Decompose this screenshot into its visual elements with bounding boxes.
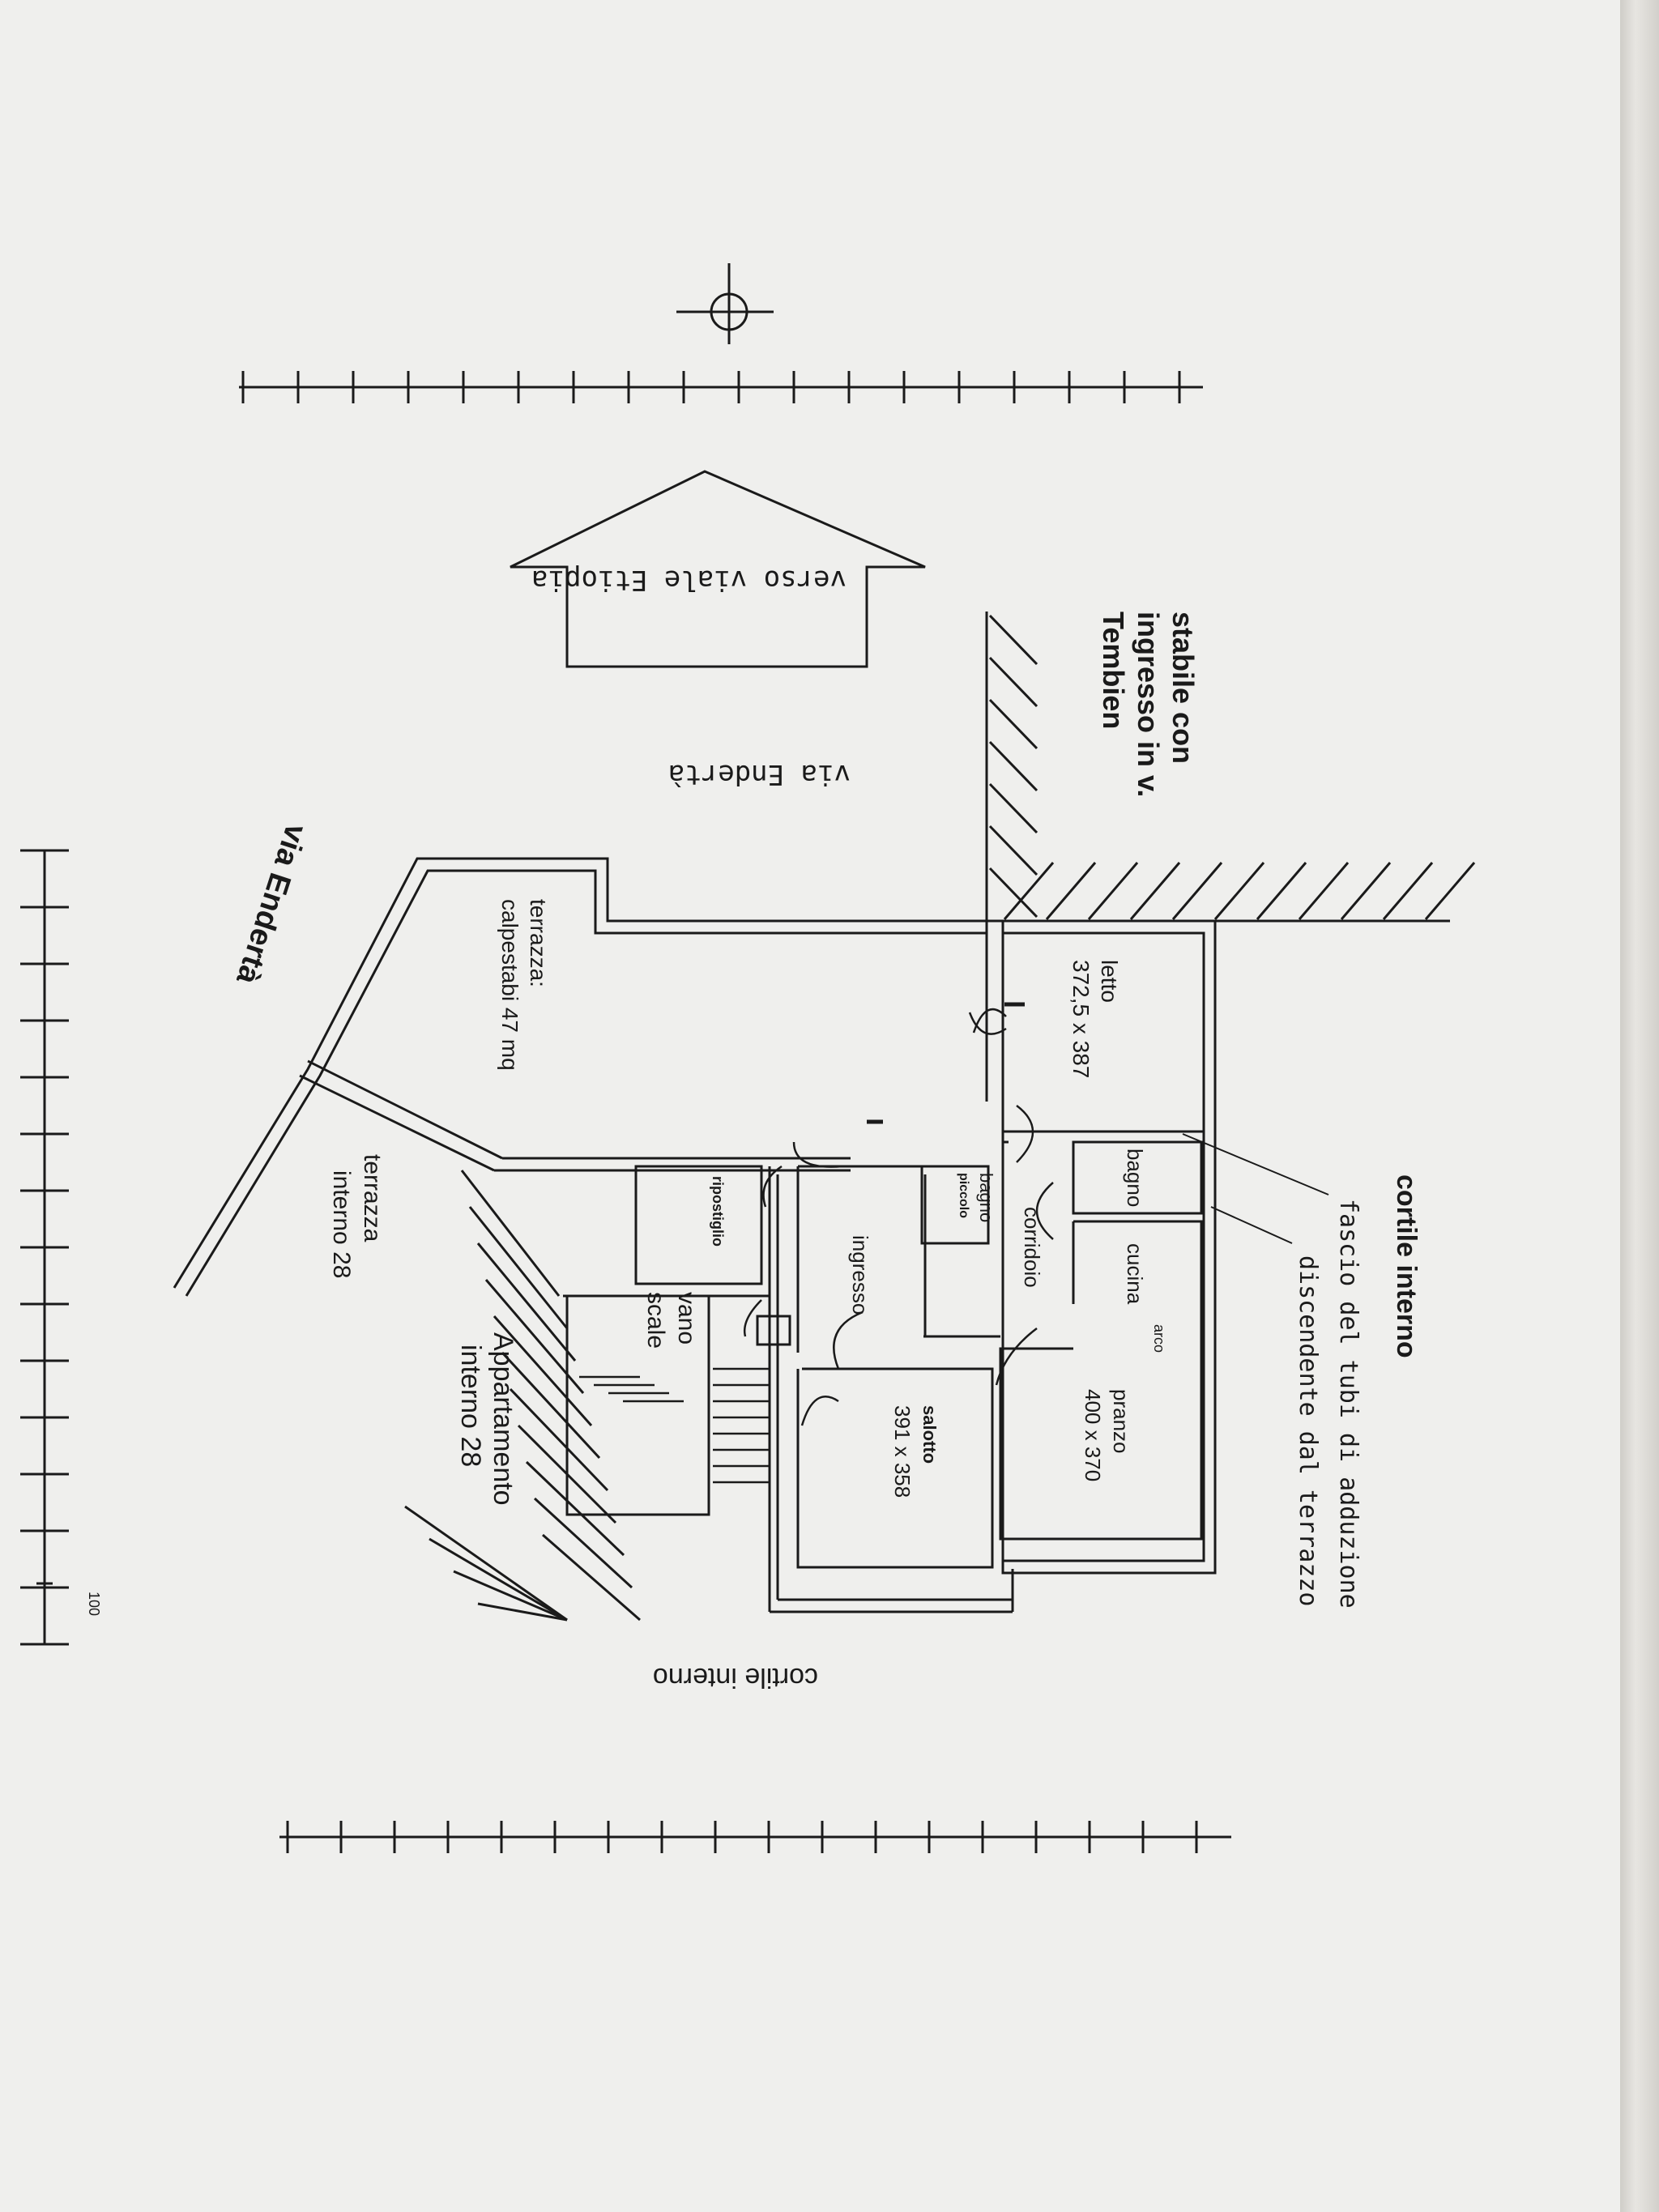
label-via-enderta-inner: via Endertà: [668, 758, 851, 791]
label-cucina: cucina: [1123, 1243, 1147, 1305]
apartment-walls: [563, 919, 1217, 1613]
hatch-line: [533, 1497, 633, 1589]
label-terrazza-1: terrazza:: [526, 899, 551, 987]
hatch-line: [1045, 862, 1097, 920]
hatch-line: [468, 1206, 569, 1329]
scale-bar: [36, 1582, 53, 1646]
hatch-line: [1382, 862, 1434, 920]
label-bagno: bagno: [1123, 1149, 1147, 1207]
label-corridoio: corridoio: [1020, 1207, 1044, 1288]
stairs: [579, 1367, 770, 1484]
hatch-line: [509, 1387, 609, 1492]
hatch-line: [988, 698, 1038, 750]
hatch-line: [1340, 862, 1392, 920]
ruler-top: [239, 371, 1203, 403]
hatch-line: [1424, 862, 1476, 920]
hatch-line: [477, 1602, 568, 1622]
hatch-line: [525, 1460, 625, 1557]
label-bagno-small-2: piccolo: [957, 1173, 970, 1218]
label-fascio-1: fascio del tubi di adduzione: [1334, 1199, 1363, 1609]
label-cortile-bottom: cortile interno: [653, 1662, 818, 1693]
hatch-line: [988, 825, 1038, 876]
arrow-icon: [510, 470, 926, 668]
hatch-line: [460, 1170, 561, 1297]
label-vano: vano: [673, 1292, 700, 1345]
label-terrazza-2: calpestabi 47 mq: [497, 899, 522, 1071]
hatch-line: [429, 1537, 568, 1622]
hatched-area-stairs: [404, 1170, 641, 1622]
hatch-line: [988, 867, 1038, 918]
hatch-line: [1213, 862, 1265, 920]
label-fascio-2: discendente dal terrazzo: [1294, 1255, 1322, 1606]
label-scale: scale: [642, 1292, 669, 1349]
label-appartamento-1: Appartamento: [488, 1332, 518, 1506]
crosshair-icon: [676, 263, 774, 344]
hatch-line: [1003, 862, 1055, 920]
label-letto-size: 372,5 x 387: [1068, 960, 1094, 1078]
label-pranzo-size: 400 x 370: [1081, 1389, 1105, 1481]
label-scale-100: 100: [86, 1592, 102, 1616]
hatch-line: [517, 1424, 617, 1524]
hatch-line: [988, 740, 1038, 792]
hatched-wall-top: [985, 612, 1476, 923]
ruler-bottom: [279, 1821, 1231, 1853]
hatch-line: [1171, 862, 1223, 920]
hatch-line: [542, 1533, 641, 1622]
terrace-outline: [173, 857, 987, 1297]
hatch-line: [476, 1242, 577, 1362]
label-via-enderta-outer: via Endertà: [229, 820, 313, 989]
label-ingresso: ingresso: [848, 1235, 872, 1315]
label-appartamento-2: interno 28: [455, 1345, 486, 1467]
label-terrazza-int-1: terrazza: [359, 1154, 386, 1242]
label-stabile-1: stabile con: [1166, 612, 1200, 764]
pipe-leader-lines: [1182, 1133, 1329, 1244]
label-pranzo-name: pranzo: [1109, 1389, 1133, 1454]
label-stabile-3: Tembien: [1097, 612, 1130, 729]
label-salotto-size: 391 x 358: [890, 1405, 915, 1498]
label-arco: arco: [1151, 1324, 1167, 1353]
paper-stack-edge: [1620, 0, 1659, 2212]
hatch-line: [1129, 862, 1181, 920]
label-bagno-small-1: bagno: [976, 1173, 996, 1222]
label-cortile-top: cortile interno: [1391, 1174, 1422, 1358]
hatch-line: [1298, 862, 1350, 920]
hatch-line: [453, 1570, 568, 1622]
label-salotto-name: salotto: [919, 1405, 940, 1464]
label-stabile-2: ingresso in v.: [1132, 612, 1165, 797]
hatch-line: [1256, 862, 1307, 920]
label-ripostiglio: ripostiglio: [710, 1176, 726, 1247]
hatch-line: [501, 1351, 601, 1460]
hatch-line: [988, 782, 1038, 834]
label-letto-name: letto: [1097, 960, 1122, 1003]
label-verso: verso viale Etiopia: [531, 564, 847, 596]
label-terrazza-int-2: interno 28: [328, 1170, 355, 1278]
doors: [743, 1002, 1054, 1426]
ruler-left: [20, 849, 69, 1646]
hatch-line: [493, 1315, 593, 1426]
hatch-line: [988, 656, 1038, 708]
hatch-line: [484, 1279, 585, 1394]
hatch-line: [404, 1505, 568, 1622]
hatch-line: [1087, 862, 1139, 920]
hatch-line: [988, 614, 1038, 666]
